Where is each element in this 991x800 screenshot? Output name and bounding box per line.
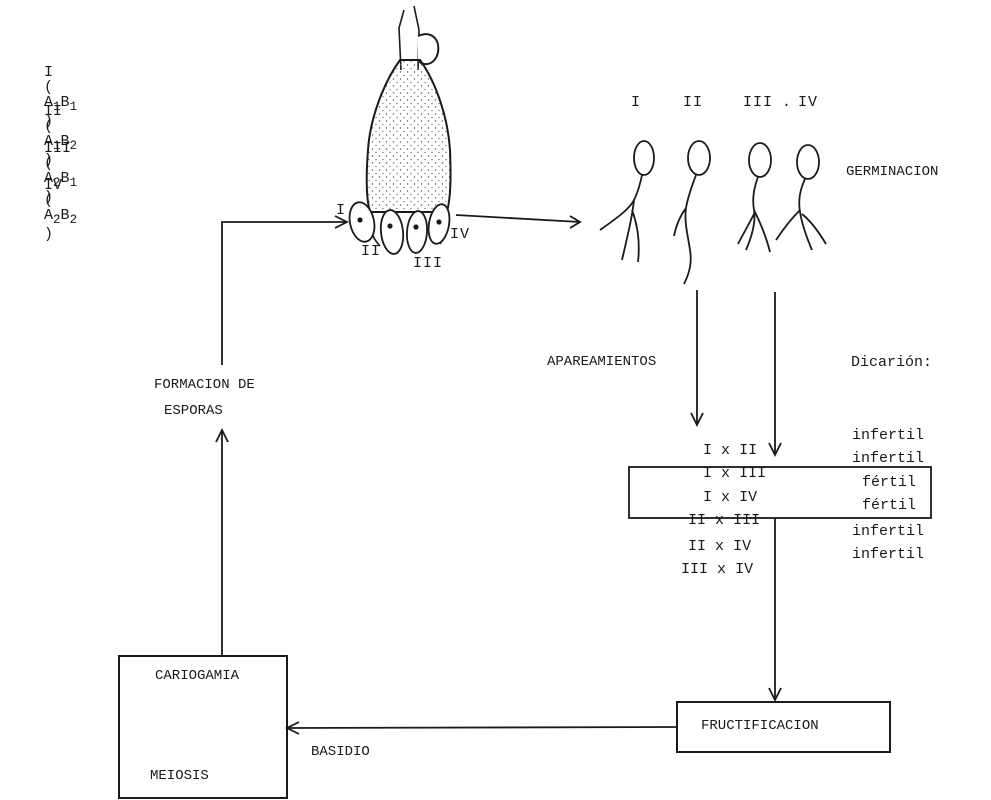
cross-parent-a: III: [681, 561, 708, 578]
germinating-spores: [600, 141, 826, 284]
germinating-spore-II: [688, 141, 710, 175]
cross-result: infertil: [852, 524, 924, 539]
basidium-body: [367, 60, 451, 212]
spore-nucleus: [436, 219, 441, 224]
fructification-label: FRUCTIFICACION: [701, 719, 819, 733]
cross-row: III x IV: [645, 547, 753, 592]
pairings-label: APAREAMIENTOS: [547, 355, 656, 369]
germ-tube-III: [738, 177, 770, 252]
germinating-spore-IV: [797, 145, 819, 179]
spore-nucleus: [413, 224, 418, 229]
cross-result: fértil: [862, 475, 916, 490]
spore-nucleus: [387, 223, 392, 228]
cross-parent-b: IV: [735, 561, 753, 578]
germination-label: IV: [798, 95, 818, 110]
germination-label: II: [683, 95, 703, 110]
germ-tube-II: [674, 175, 696, 284]
germinating-spore-III: [749, 143, 771, 177]
cross-result: infertil: [852, 451, 924, 466]
basidium-apical-lobe: [418, 34, 438, 64]
germ-tube-I: [600, 175, 642, 262]
arrow-spores-to-basidium: [222, 222, 347, 365]
spore-formation-label-line1: FORMACION DE: [154, 378, 255, 392]
basidium-spore-label: III: [413, 256, 443, 271]
spore-nucleus: [357, 217, 362, 222]
arrow-fructification-to-basidio: [287, 727, 677, 728]
meiosis-label: MEIOSIS: [150, 769, 209, 783]
germ-tube-IV: [776, 179, 826, 250]
germination-label: I: [631, 95, 641, 110]
basidium-spore-label: II: [361, 244, 381, 259]
dikaryon-label: Dicarión:: [851, 355, 932, 370]
germinating-spore-I: [634, 141, 654, 175]
spore-II: [379, 209, 405, 255]
germination-dot: .: [782, 95, 792, 110]
spore-III: [406, 210, 429, 253]
cross-result: infertil: [852, 547, 924, 562]
basidium-spore-label: I: [336, 203, 346, 218]
basidium-label: BASIDIO: [311, 745, 370, 759]
cross-result: infertil: [852, 428, 924, 443]
karyogamy-label: CARIOGAMIA: [155, 669, 239, 683]
spore-formation-label-line2: ESPORAS: [164, 404, 223, 418]
arrow-basidium-to-germination: [456, 215, 580, 222]
cross-result: fértil: [862, 498, 916, 513]
cross-operator: x: [717, 561, 726, 578]
germination-title: GERMINACION: [846, 165, 938, 179]
germination-label: III: [743, 95, 773, 110]
basidium-spore-label: IV: [450, 227, 470, 242]
